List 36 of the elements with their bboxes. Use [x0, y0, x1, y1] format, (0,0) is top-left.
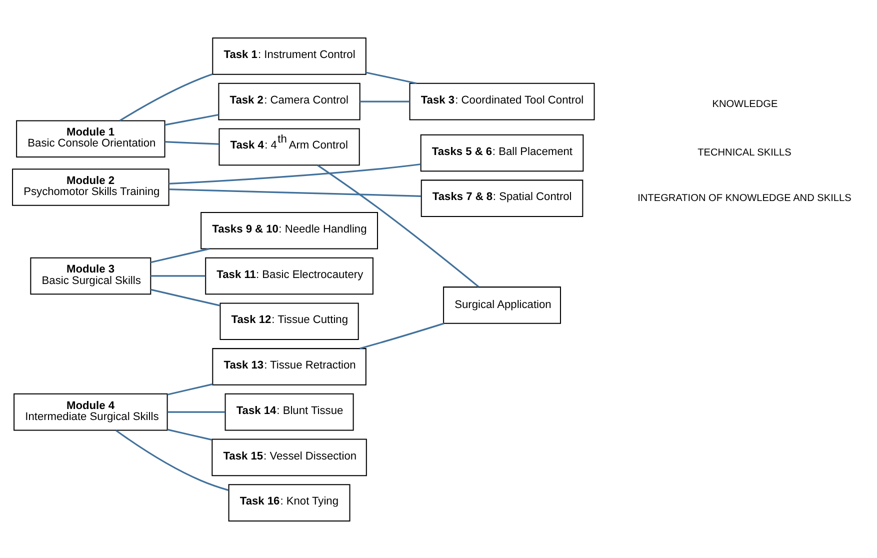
node-box: Tasks 5 & 6: Ball Placement: [420, 134, 584, 172]
connector: [150, 248, 210, 263]
node-box: Tasks 7 & 8: Spatial Control: [420, 179, 584, 216]
node-box: Surgical Application: [443, 286, 561, 324]
connector: [164, 113, 219, 126]
node-box: Task 11: Basic Electrocautery: [205, 256, 374, 294]
label: KNOWLEDGE: [712, 98, 778, 110]
node-box: Task 1: Instrument Control: [212, 37, 366, 74]
connector: [360, 100, 410, 102]
connector: [167, 428, 212, 440]
node-box: Task 12: Tissue Cutting: [220, 302, 359, 340]
node-box: Task 13: Tissue Retraction: [212, 348, 366, 385]
connector: [150, 274, 206, 276]
connector: [168, 162, 421, 184]
node-box: Module 3 Basic Surgical Skills: [30, 256, 152, 294]
connector: [360, 322, 444, 349]
node-box: Task 2: Camera Control: [218, 82, 360, 120]
node-box: Task 16: Knot Tying: [228, 484, 350, 521]
connector: [317, 164, 480, 287]
connector: [164, 140, 219, 144]
node-box: Task 15: Vessel Dissection: [212, 438, 367, 476]
connector: [150, 288, 220, 306]
node-box: Module 1 Basic Console Orientation: [16, 120, 166, 157]
connector: [167, 410, 226, 412]
node-box: Module 2 Psychomotor Skills Training: [12, 168, 170, 206]
connector: [116, 429, 229, 490]
node-box: Task 14: Blunt Tissue: [224, 392, 354, 430]
node-box: Tasks 9 & 10: Needle Handling: [200, 211, 378, 249]
connector: [120, 73, 213, 121]
label: TECHNICAL SKILLS: [698, 146, 792, 158]
node-box: Task 3: Coordinated Tool Control: [409, 82, 595, 120]
connector: [167, 382, 213, 395]
label: INTEGRATION OF KNOWLEDGE AND SKILLS: [638, 192, 852, 204]
connector: [366, 71, 417, 84]
node-box: Module 4 Intermediate Surgical Skills: [14, 392, 168, 430]
connector: [169, 188, 422, 196]
